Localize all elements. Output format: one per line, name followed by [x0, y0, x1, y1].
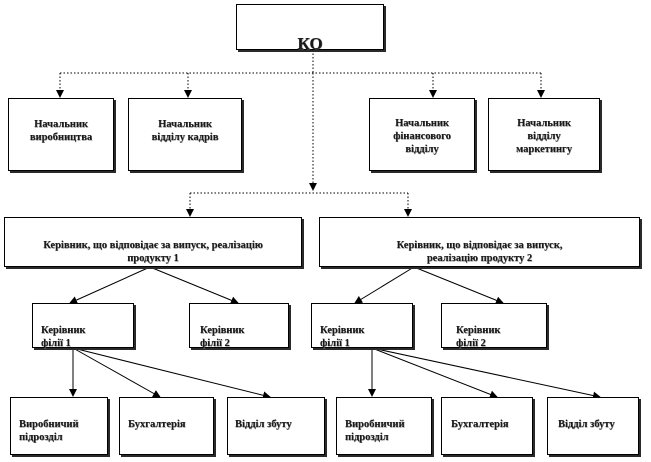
p1-to-branch1-arrow [69, 266, 151, 304]
accounting-right-label: Бухгалтерія [451, 419, 509, 431]
production-unit-right-label: Виробничий підрозділ [345, 419, 405, 444]
branch2-right-label: Керівник філії 2 [456, 325, 501, 350]
rb1-to-accounting-arrow [371, 347, 498, 399]
lb1-to-sales-arrow [72, 347, 271, 400]
lb1-to-accounting-arrow [72, 347, 161, 398]
ko-box: КО [236, 4, 384, 53]
accounting-left-label: Бухгалтерія [128, 419, 186, 431]
p2-to-branch1-arrow [354, 266, 415, 304]
rb1-to-sales-arrow [371, 347, 601, 400]
manager-product2-box: Керівник, що відповідає за випуск, реалі… [319, 217, 640, 267]
accounting-right-box: Бухгалтерія [441, 397, 533, 455]
head-hr-label: Начальник відділу кадрів [151, 119, 219, 144]
head-finance-box: Начальник фінансового відділу [369, 98, 475, 171]
accounting-left-box: Бухгалтерія [119, 397, 214, 455]
branch1-right-label: Керівник філії 1 [320, 325, 365, 350]
p1-to-branch2-arrow [149, 266, 239, 305]
manager-product2-label: Керівник, що відповідає за випуск, реалі… [396, 240, 563, 265]
branch2-right-box: Керівник філії 2 [441, 303, 547, 350]
head-marketing-box: Начальник відділу маркетингу [488, 98, 600, 171]
head-production-label: Начальник виробництва [29, 119, 93, 144]
head-hr-box: Начальник відділу кадрів [128, 98, 242, 171]
branch2-left-box: Керівник філії 2 [189, 303, 289, 350]
branch2-left-label: Керівник філії 2 [200, 325, 245, 350]
branch1-left-box: Керівник філії 1 [32, 303, 134, 350]
sales-left-label: Відділ збуту [235, 419, 292, 431]
ko-label: КО [297, 34, 323, 54]
manager-product1-label: Керівник, що відповідає за випуск, реалі… [43, 240, 263, 265]
head-marketing-label: Начальник відділу маркетингу [516, 118, 572, 156]
production-unit-left-label: Виробничий підрозділ [19, 419, 79, 444]
sales-right-box: Відділ збуту [547, 397, 639, 455]
production-unit-left-box: Виробничий підрозділ [10, 397, 108, 455]
sales-left-box: Відділ збуту [227, 397, 325, 455]
production-unit-right-box: Виробничий підрозділ [336, 397, 432, 455]
branch1-left-label: Керівник філії 1 [41, 325, 86, 350]
head-finance-label: Начальник фінансового відділу [393, 118, 451, 156]
head-production-box: Начальник виробництва [8, 98, 114, 171]
p2-to-branch2-arrow [413, 266, 504, 305]
branch1-right-box: Керівник філії 1 [311, 303, 413, 350]
manager-product1-box: Керівник, що відповідає за випуск, реалі… [4, 217, 302, 267]
sales-right-label: Відділ збуту [558, 419, 615, 431]
